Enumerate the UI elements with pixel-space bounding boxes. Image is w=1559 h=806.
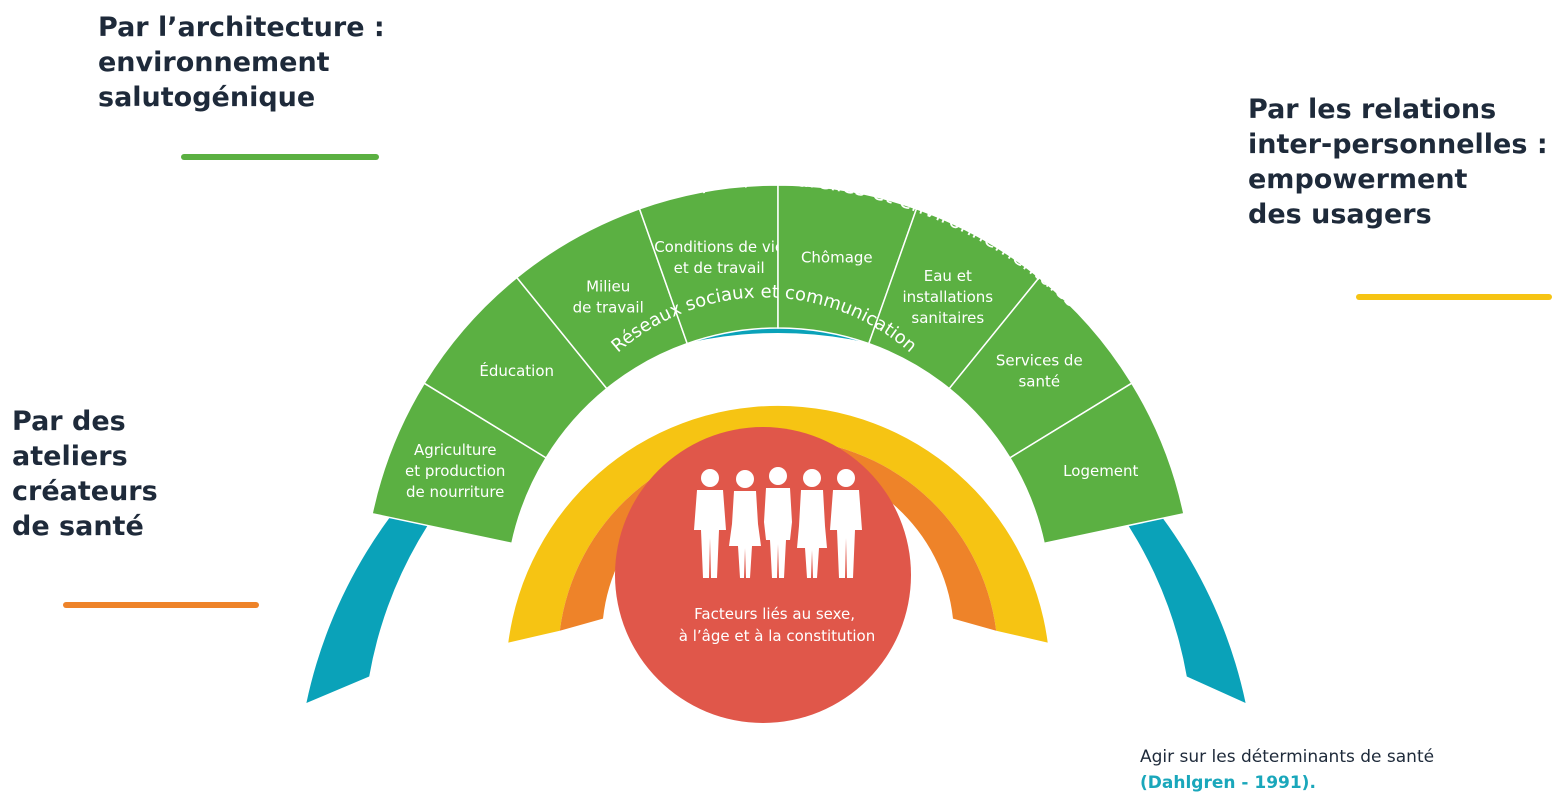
heading-line: salutogénique bbox=[98, 82, 316, 113]
heading-line: inter-personnelles : bbox=[1248, 129, 1548, 160]
core-label-line: à l’âge et à la constitution bbox=[679, 627, 876, 645]
sector-label-line: installations bbox=[902, 288, 993, 306]
heading-architecture: Par l’architecture : environnement salut… bbox=[98, 10, 385, 115]
sector-label-line: et production bbox=[405, 462, 505, 480]
heading-ateliers: Par des ateliers créateurs de santé bbox=[12, 404, 158, 544]
lifestyle-ring-label-path: Facteurs liés au style de vie personnel bbox=[639, 338, 921, 416]
sector-label-line: et de travail bbox=[674, 259, 765, 277]
caption-source: (Dahlgren - 1991). bbox=[1140, 773, 1316, 793]
sector-label: Conditions de vie et de travail bbox=[654, 238, 784, 277]
sector-label-line: Logement bbox=[1063, 462, 1138, 480]
sector-label-line: Agriculture bbox=[414, 441, 497, 459]
core-label-line: Facteurs liés au sexe, bbox=[694, 605, 855, 623]
sector-label-line: Services de bbox=[996, 351, 1083, 369]
accent-bar-architecture bbox=[181, 154, 379, 160]
heading-line: empowerment bbox=[1248, 164, 1468, 195]
heading-line: de santé bbox=[12, 511, 144, 542]
heading-line: Par les relations bbox=[1248, 94, 1497, 125]
caption-text: Agir sur les déterminants de santé bbox=[1140, 747, 1435, 767]
sector-label: Services de santé bbox=[996, 351, 1083, 390]
sector-label: Chômage bbox=[801, 249, 873, 267]
sector-label-line: de nourriture bbox=[406, 483, 504, 501]
sector-label-line: de travail bbox=[573, 298, 644, 316]
sector-label: Agriculture et production de nourriture bbox=[405, 441, 505, 501]
sector-label: Éducation bbox=[479, 361, 554, 380]
sector-label: Logement bbox=[1063, 462, 1138, 480]
sector-label-line: santé bbox=[1018, 372, 1060, 390]
heading-line: créateurs bbox=[12, 476, 158, 507]
core-label: Facteurs liés au sexe, à l’âge et à la c… bbox=[679, 605, 876, 645]
accent-bar-relations bbox=[1356, 294, 1552, 300]
sector-label-line: Eau et bbox=[924, 267, 972, 285]
accent-bar-ateliers bbox=[63, 602, 259, 608]
people-silhouettes-icon bbox=[694, 467, 862, 578]
core-circle bbox=[615, 427, 911, 723]
heading-line: Par l’architecture : bbox=[98, 12, 385, 43]
sector-label: Milieu de travail bbox=[573, 277, 644, 316]
heading-line: Par des bbox=[12, 406, 126, 437]
heading-line: ateliers bbox=[12, 441, 128, 472]
sector-label-line: Chômage bbox=[801, 249, 873, 267]
sector-label: Eau et installations sanitaires bbox=[902, 267, 993, 327]
lifestyle-ring-label: Facteurs liés au style de vie personnel bbox=[639, 338, 921, 416]
sector-label-line: sanitaires bbox=[911, 309, 984, 327]
heading-line: des usagers bbox=[1248, 199, 1432, 230]
caption: Agir sur les déterminants de santé (Dahl… bbox=[1140, 744, 1434, 796]
sector-wedge bbox=[1008, 382, 1185, 545]
heading-line: environnement bbox=[98, 47, 330, 78]
social-ring bbox=[508, 405, 1048, 643]
sector-label-line: Milieu bbox=[586, 277, 630, 295]
heading-relations: Par les relations inter-personnelles : e… bbox=[1248, 92, 1548, 232]
sector-group: Agriculture et production de nourriture Édu… bbox=[371, 184, 1185, 545]
sector-label-line: Conditions de vie bbox=[654, 238, 784, 256]
sector-label-line: Éducation bbox=[479, 361, 554, 380]
